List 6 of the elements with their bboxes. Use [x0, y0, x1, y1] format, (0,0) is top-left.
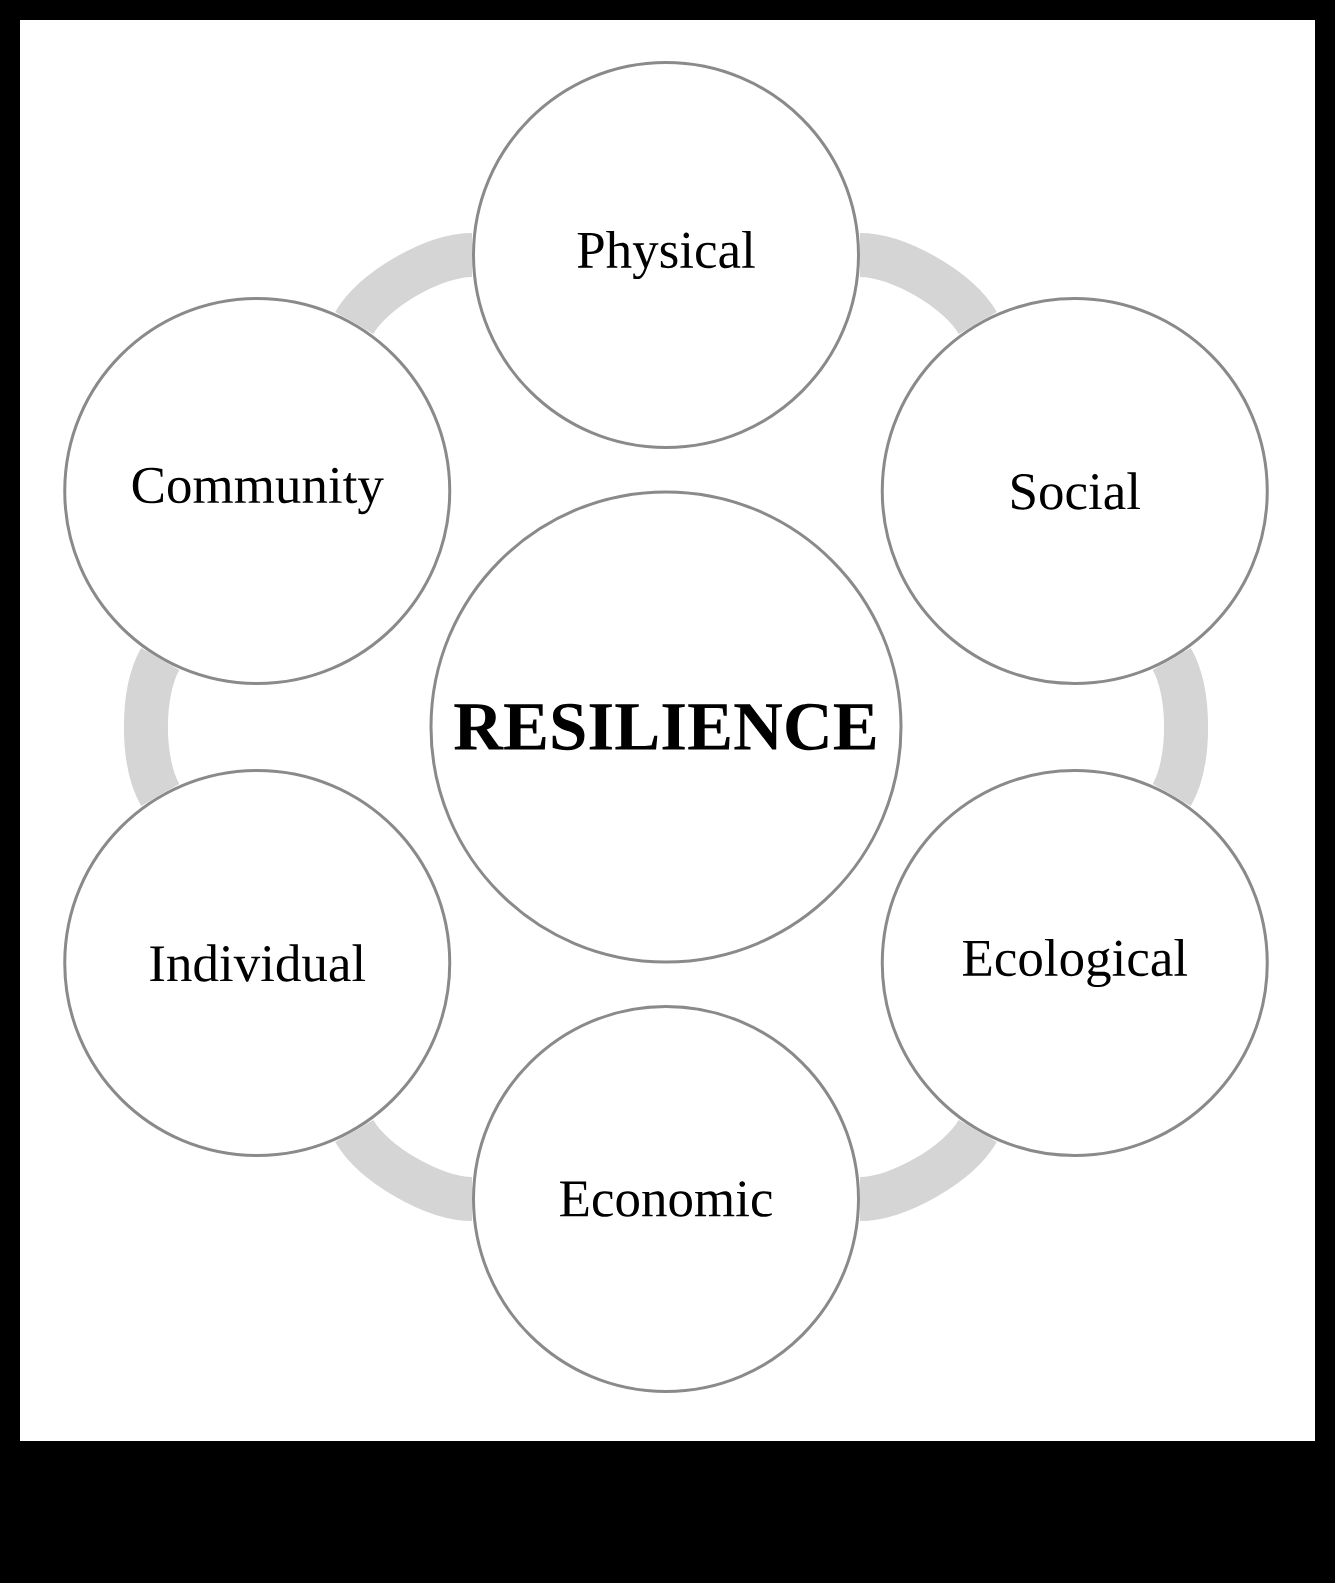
ring-segment — [123, 649, 181, 805]
ring-segment — [858, 1118, 996, 1221]
ring-segment — [336, 233, 474, 336]
ring-segment — [336, 1118, 474, 1221]
ring-segment — [1152, 649, 1209, 805]
ring-segment — [858, 233, 996, 336]
